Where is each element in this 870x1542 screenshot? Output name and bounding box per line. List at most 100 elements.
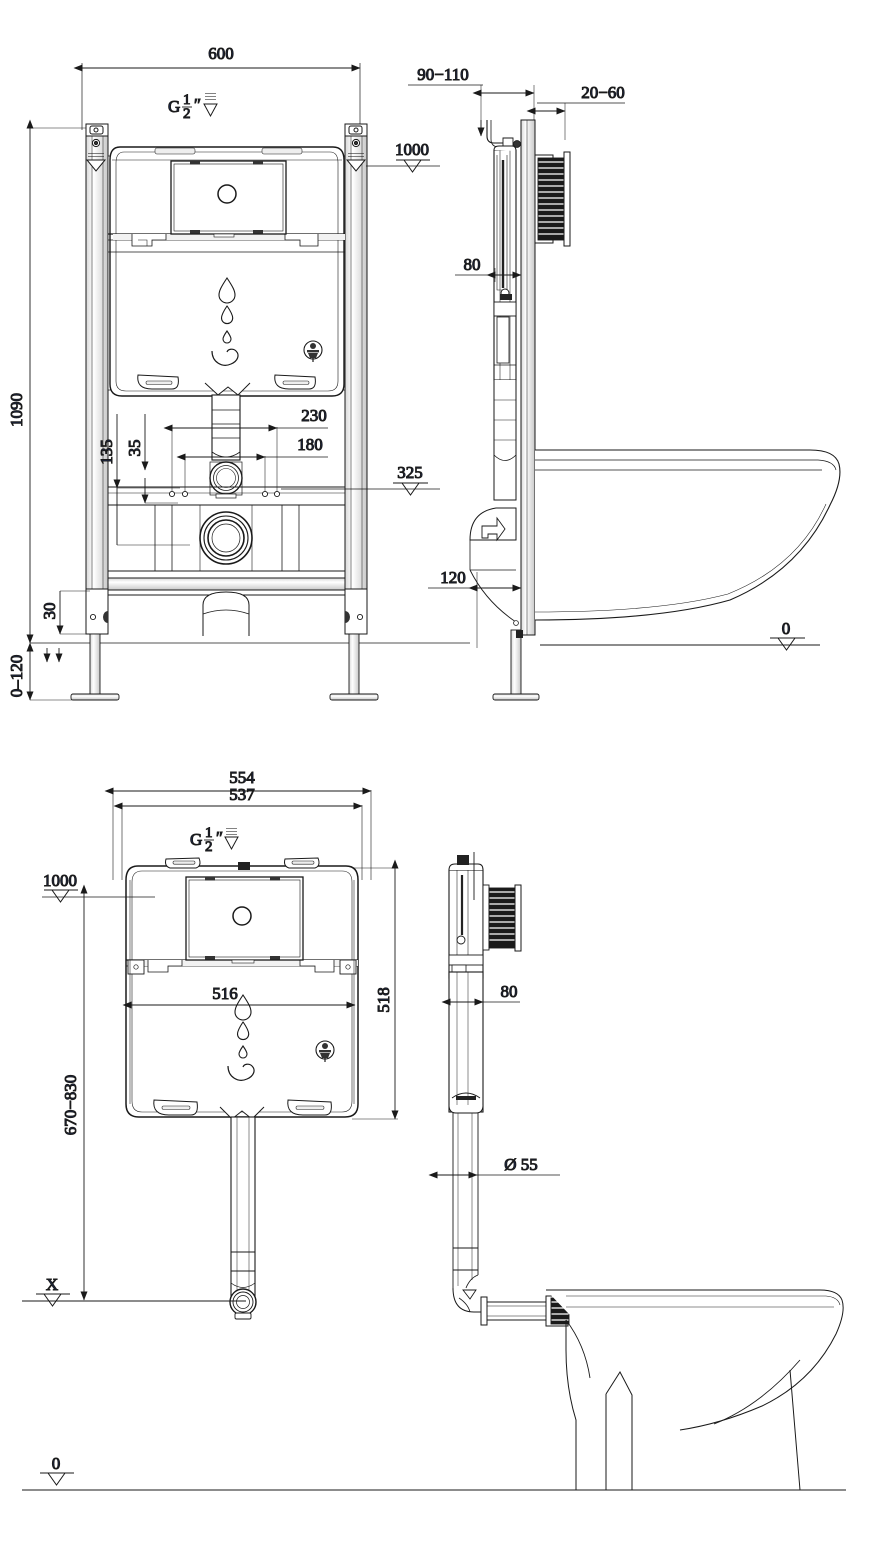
level-label-0-bottom: 0 [52,1454,61,1473]
dim-180: 180 [176,435,328,493]
dim-518: 518 [352,859,399,1120]
level-label-1000: 1000 [395,140,429,159]
flush-swirl-icon-2 [227,1063,255,1081]
level-marker-1000: 1000 [366,140,440,173]
hatched-triangle-icon-2 [224,826,239,851]
frame-side-leg [492,620,540,701]
cistern-side-elevation: 80 Ø 55 [428,852,844,1491]
dim-diameter-55: Ø 55 [428,1155,560,1179]
cistern-bottom-clips-2 [153,1099,332,1120]
flush-plate-hatch [537,157,565,241]
cistern-side-top [448,852,484,984]
dim-label-230: 230 [301,406,327,425]
cistern-side-body-2 [448,971,484,1114]
flush-swirl-icon [211,348,239,366]
frame-leg-right [329,588,379,701]
dim-120: 120 [428,568,522,648]
dim-label-80-top: 80 [464,255,481,274]
thread2-label-denominator: 2 [205,839,213,855]
dim-670-830: 670−830 [61,884,88,1301]
frame-post-left [85,123,109,635]
dim-90-110: 90−110 [408,65,535,137]
dim-537: 537 [113,785,363,880]
level-marker-325: 325 [281,463,440,496]
dim-80-bottom: 80 [441,982,520,1006]
dim-label-180: 180 [297,435,323,454]
level-marker-0-top: 0 [540,619,820,651]
flush-pipe [209,394,243,499]
water-drop-icon [218,277,236,344]
thread2-label-inch: ″ [216,828,223,847]
dim-label-90-110: 90−110 [417,65,468,84]
thread-label-G: G [168,97,180,116]
dim-label-1090: 1090 [7,393,26,427]
dim-label-600: 600 [208,44,234,63]
level-marker-0-bottom: 0 [22,1454,846,1491]
dim-label-d55: Ø 55 [504,1155,538,1174]
flush-down-pipe [229,1116,257,1320]
outlet-side [469,380,517,623]
thread2-label-numerator: 1 [205,825,213,841]
certification-seal-icon [303,340,323,362]
annotation-inlet-thread-2: G 1 2 ″ [190,825,239,856]
dim-80-top: 80 [455,255,522,282]
flush-button-icon [217,184,237,204]
level-marker-x: X [22,1275,246,1307]
wall-bracket-right [344,123,368,172]
flush-button-icon-2 [232,906,252,926]
flush-plate-opening-2 [185,876,304,964]
flush-plate-side [534,151,571,247]
thread-label-numerator: 1 [183,92,191,108]
dim-label-30: 30 [40,603,59,620]
frame-side-elevation: 90−110 20−60 [408,65,841,701]
dim-width-600: 600 [73,44,361,130]
level-label-1000-bottom: 1000 [43,871,77,890]
dim-foot-adjust: 0–120 [7,642,80,701]
wall-outlet-connector [108,504,345,572]
outlet-stub [202,591,250,636]
wall-plate [520,119,536,636]
wall-hung-toilet-bowl [534,449,841,621]
thread2-label-G: G [190,830,202,849]
floor-toilet-connector [452,1274,570,1327]
frame-front-elevation: 600 1090 G 1 2 ″ [7,44,470,701]
level-label-325: 325 [397,463,423,482]
thread-label-denominator: 2 [183,106,191,122]
level-label-0-top: 0 [782,619,791,638]
fixing-holes-row [168,490,281,498]
dim-label-80-bottom: 80 [501,982,518,1001]
dim-230: 230 [163,406,328,493]
dim-height-1090: 1090 [7,119,470,644]
level-marker-1000-bottom: 1000 [42,871,155,903]
dim-label-518: 518 [374,987,393,1013]
dim-label-537: 537 [229,785,255,804]
frame-leg-left [70,588,120,701]
cistern-side-body [493,145,517,381]
frame-post-right [344,123,368,635]
dim-label-670-830: 670−830 [61,1075,80,1136]
wall-bracket-left [85,123,109,172]
dim-label-20-60: 20−60 [581,83,625,102]
certification-seal-icon-2 [315,1040,335,1062]
thread-label-inch: ″ [194,95,201,114]
hatched-triangle-icon [203,93,218,118]
cistern-bottom-clips [137,374,316,396]
dim-554: 554 [104,768,372,880]
dim-516: 516 [122,984,356,1009]
side-down-pipe [452,1113,479,1290]
flush-plate-side-2 [482,884,522,952]
flush-plate-opening [170,160,287,238]
dim-30: 30 [40,590,90,635]
cistern-front-elevation: 554 537 G 1 2 ″ [22,768,846,1491]
dim-label-516: 516 [212,984,238,1003]
dim-label-135: 135 [97,439,116,465]
frame-lower-rail [107,577,346,591]
level-label-x: X [46,1275,58,1294]
dim-135: 135 [97,414,190,546]
dim-label-554: 554 [229,768,255,787]
dim-20-60: 20−60 [526,83,625,140]
floor-standing-toilet [546,1289,844,1491]
dim-label-0-120: 0–120 [7,655,26,698]
